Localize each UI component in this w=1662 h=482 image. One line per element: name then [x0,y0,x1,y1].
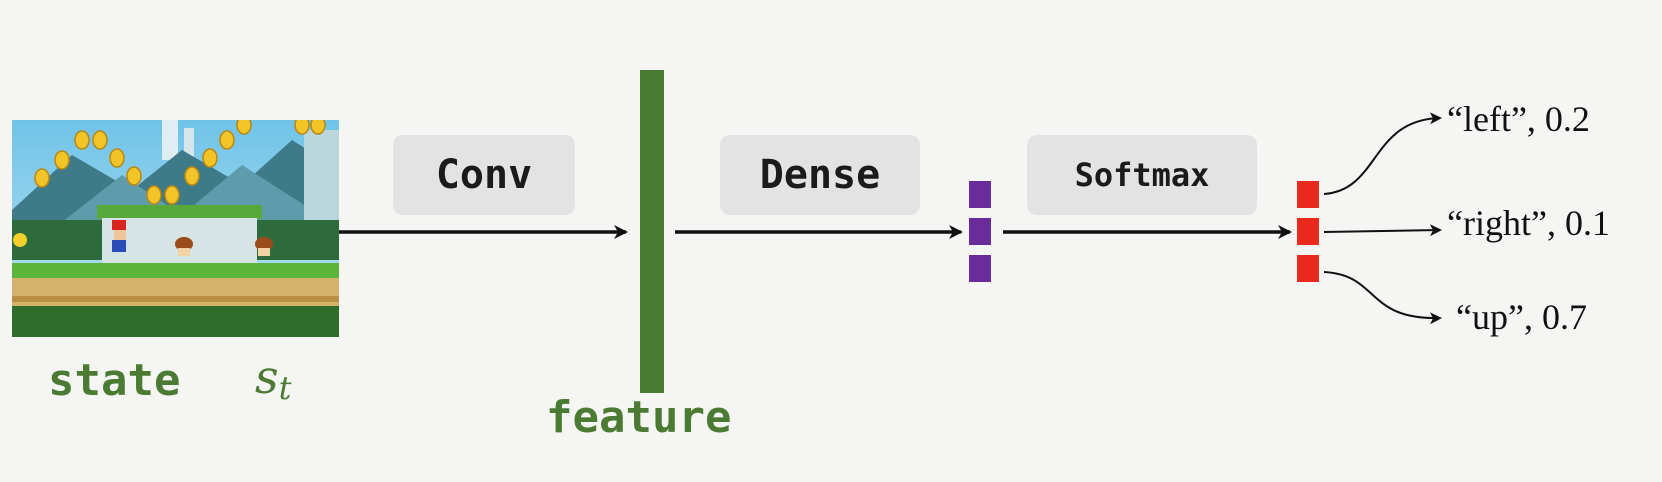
conv-label: Conv [435,152,533,198]
feature-label: feature [546,392,732,443]
state-variable-subscript: t [278,369,292,407]
feature-vector-bar [640,70,664,393]
softmax-unit-1 [1297,181,1319,208]
dense-op-box: Dense [720,135,920,215]
softmax-unit-2 [1297,218,1319,245]
dense-unit-1 [969,181,991,208]
conv-op-box: Conv [393,135,575,215]
state-label: state [48,355,181,406]
output-left: “left”, 0.2 [1447,99,1590,139]
output-line-right [1323,224,1442,237]
softmax-unit-3 [1297,255,1319,282]
output-up: “up”, 0.7 [1456,297,1587,337]
state-game-image [12,120,339,337]
state-variable-symbol: s [255,350,279,404]
dense-unit-2 [969,218,991,245]
softmax-op-box: Softmax [1027,135,1257,215]
dense-label: Dense [759,152,881,198]
softmax-label: Softmax [1074,156,1210,194]
dense-unit-3 [969,255,991,282]
output-right: “right”, 0.1 [1447,203,1610,243]
output-curve-left [1323,112,1442,195]
state-variable: st [255,350,292,407]
output-curve-up [1323,271,1442,325]
